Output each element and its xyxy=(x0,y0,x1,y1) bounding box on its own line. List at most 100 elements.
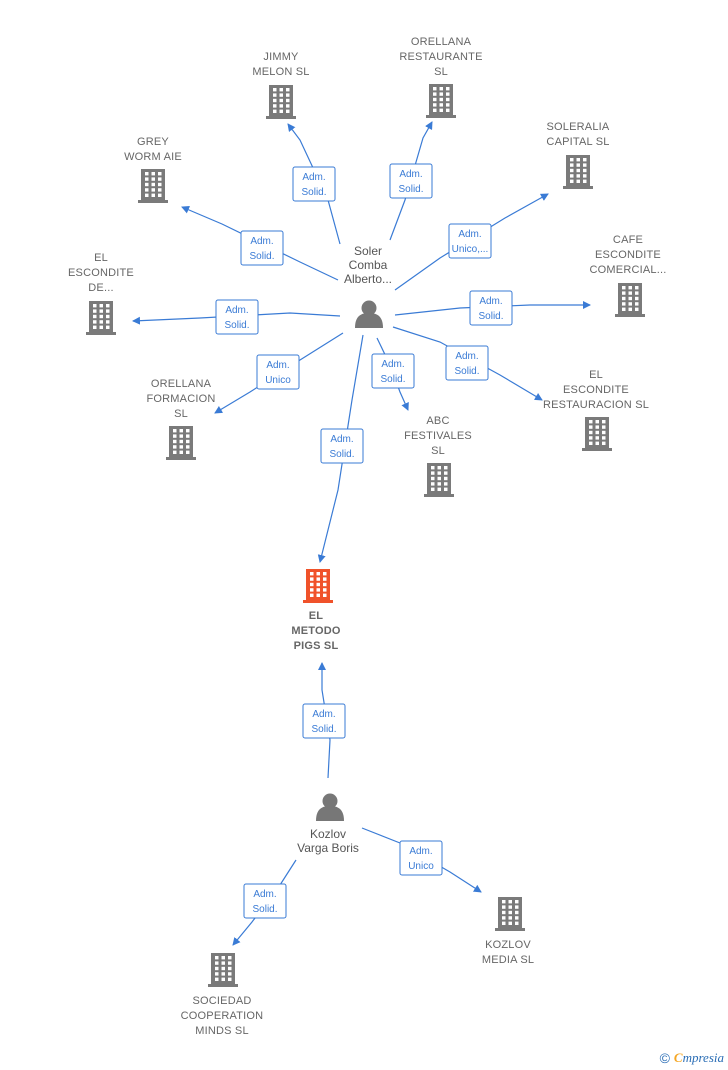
edge-role-badge[interactable]: Adm.Unico xyxy=(399,840,443,876)
company-label-line: CAFE xyxy=(613,234,643,246)
focus-building-icon[interactable] xyxy=(303,569,333,603)
company-node-kozlov_media[interactable]: KOZLOV MEDIA SL xyxy=(482,897,534,966)
edge-soler-cafe: Adm.Solid. xyxy=(394,290,591,326)
building-icon[interactable] xyxy=(426,84,456,118)
person-label-line: Soler xyxy=(354,244,382,258)
company-label-line: SL xyxy=(434,66,448,78)
edge-role-text: Adm. xyxy=(225,305,248,316)
edge-role-badge[interactable]: Adm. Solid. xyxy=(243,883,287,919)
edge-role-text: Solid. xyxy=(301,187,326,198)
edge-role-text: Solid. xyxy=(224,320,249,331)
edge-role-text: Adm. xyxy=(253,889,276,900)
edge-role-text: Unico xyxy=(408,861,434,872)
edge-role-badge[interactable]: Adm.Unico,... xyxy=(448,223,492,259)
edge-role-badge[interactable]: Adm.Solid. xyxy=(302,703,346,739)
building-icon[interactable] xyxy=(495,897,525,931)
edge-role-badge[interactable]: Adm. Solid. xyxy=(320,428,364,464)
edge-role-text: Solid. xyxy=(252,904,277,915)
edge-role-badge[interactable]: Adm.Solid. xyxy=(292,166,336,202)
building-icon[interactable] xyxy=(86,301,116,335)
company-label-line: MEDIA SL xyxy=(482,954,534,966)
building-icon[interactable] xyxy=(563,155,593,189)
edge-role-badge[interactable]: Adm.Unico xyxy=(256,354,300,390)
company-label-line: KOZLOV xyxy=(485,939,531,951)
edge-role-box xyxy=(445,345,489,381)
edge-role-box xyxy=(292,166,336,202)
company-label-line: RESTAURANTE xyxy=(399,51,482,63)
building-icon[interactable] xyxy=(266,85,296,119)
building-icon[interactable] xyxy=(615,283,645,317)
edge-soler-orellana_form: Adm.Unico xyxy=(214,332,344,414)
person-label-line: Alberto... xyxy=(344,272,392,286)
edge-role-badge[interactable]: Adm.Solid. xyxy=(240,230,284,266)
edge-role-badge[interactable]: Adm.Solid. xyxy=(389,163,433,199)
edge-role-box xyxy=(320,428,364,464)
company-label-line: SL xyxy=(431,445,445,457)
edge-role-badge[interactable]: Adm. Solid. xyxy=(215,299,259,335)
edge-role-text: Solid. xyxy=(478,311,503,322)
company-label[interactable]: KOZLOV MEDIA SL xyxy=(482,939,534,966)
edge-role-text: Adm. xyxy=(399,169,422,180)
person-icon[interactable] xyxy=(355,300,383,329)
company-label-line: SOCIEDAD xyxy=(192,995,251,1007)
edge-role-text: Adm. xyxy=(312,709,335,720)
edge-role-text: Adm. xyxy=(250,236,273,247)
building-icon[interactable] xyxy=(424,463,454,497)
person-icon[interactable] xyxy=(316,793,344,822)
building-icon[interactable] xyxy=(166,426,196,460)
person-label-line: Kozlov xyxy=(310,827,346,841)
person-label-line: Comba xyxy=(349,258,388,272)
company-label-line: EL xyxy=(94,252,108,264)
edge-role-badge[interactable]: Adm.Solid. xyxy=(371,353,415,389)
edge-soler-orellana_rest: Adm.Solid. xyxy=(389,121,433,241)
building-icon[interactable] xyxy=(208,953,238,987)
edge-role-text: Adm. xyxy=(381,359,404,370)
building-icon[interactable] xyxy=(138,169,168,203)
company-label-line: FESTIVALES xyxy=(404,430,472,442)
edge-role-box xyxy=(302,703,346,739)
building-icon[interactable] xyxy=(582,417,612,451)
edge-role-text: Adm. xyxy=(330,434,353,445)
edge-role-badge[interactable]: Adm.Solid. xyxy=(469,290,513,326)
company-label-line: RESTAURACION SL xyxy=(543,399,649,411)
edge-role-text: Adm. xyxy=(455,351,478,362)
edge-role-text: Solid. xyxy=(329,449,354,460)
edge-soler-escondite_rest: Adm.Solid. xyxy=(392,326,543,401)
brand-footer: © Cmpresia xyxy=(660,1050,724,1066)
company-label-line: SOLERALIA xyxy=(547,121,610,133)
edge-role-badge[interactable]: Adm.Solid. xyxy=(445,345,489,381)
edge-kozlov-kozlov_media: Adm.Unico xyxy=(361,827,482,893)
edge-role-box xyxy=(399,840,443,876)
edge-role-text: Adm. xyxy=(458,229,481,240)
edge-role-box xyxy=(389,163,433,199)
brand-logo[interactable]: Cmpresia xyxy=(673,1050,724,1065)
